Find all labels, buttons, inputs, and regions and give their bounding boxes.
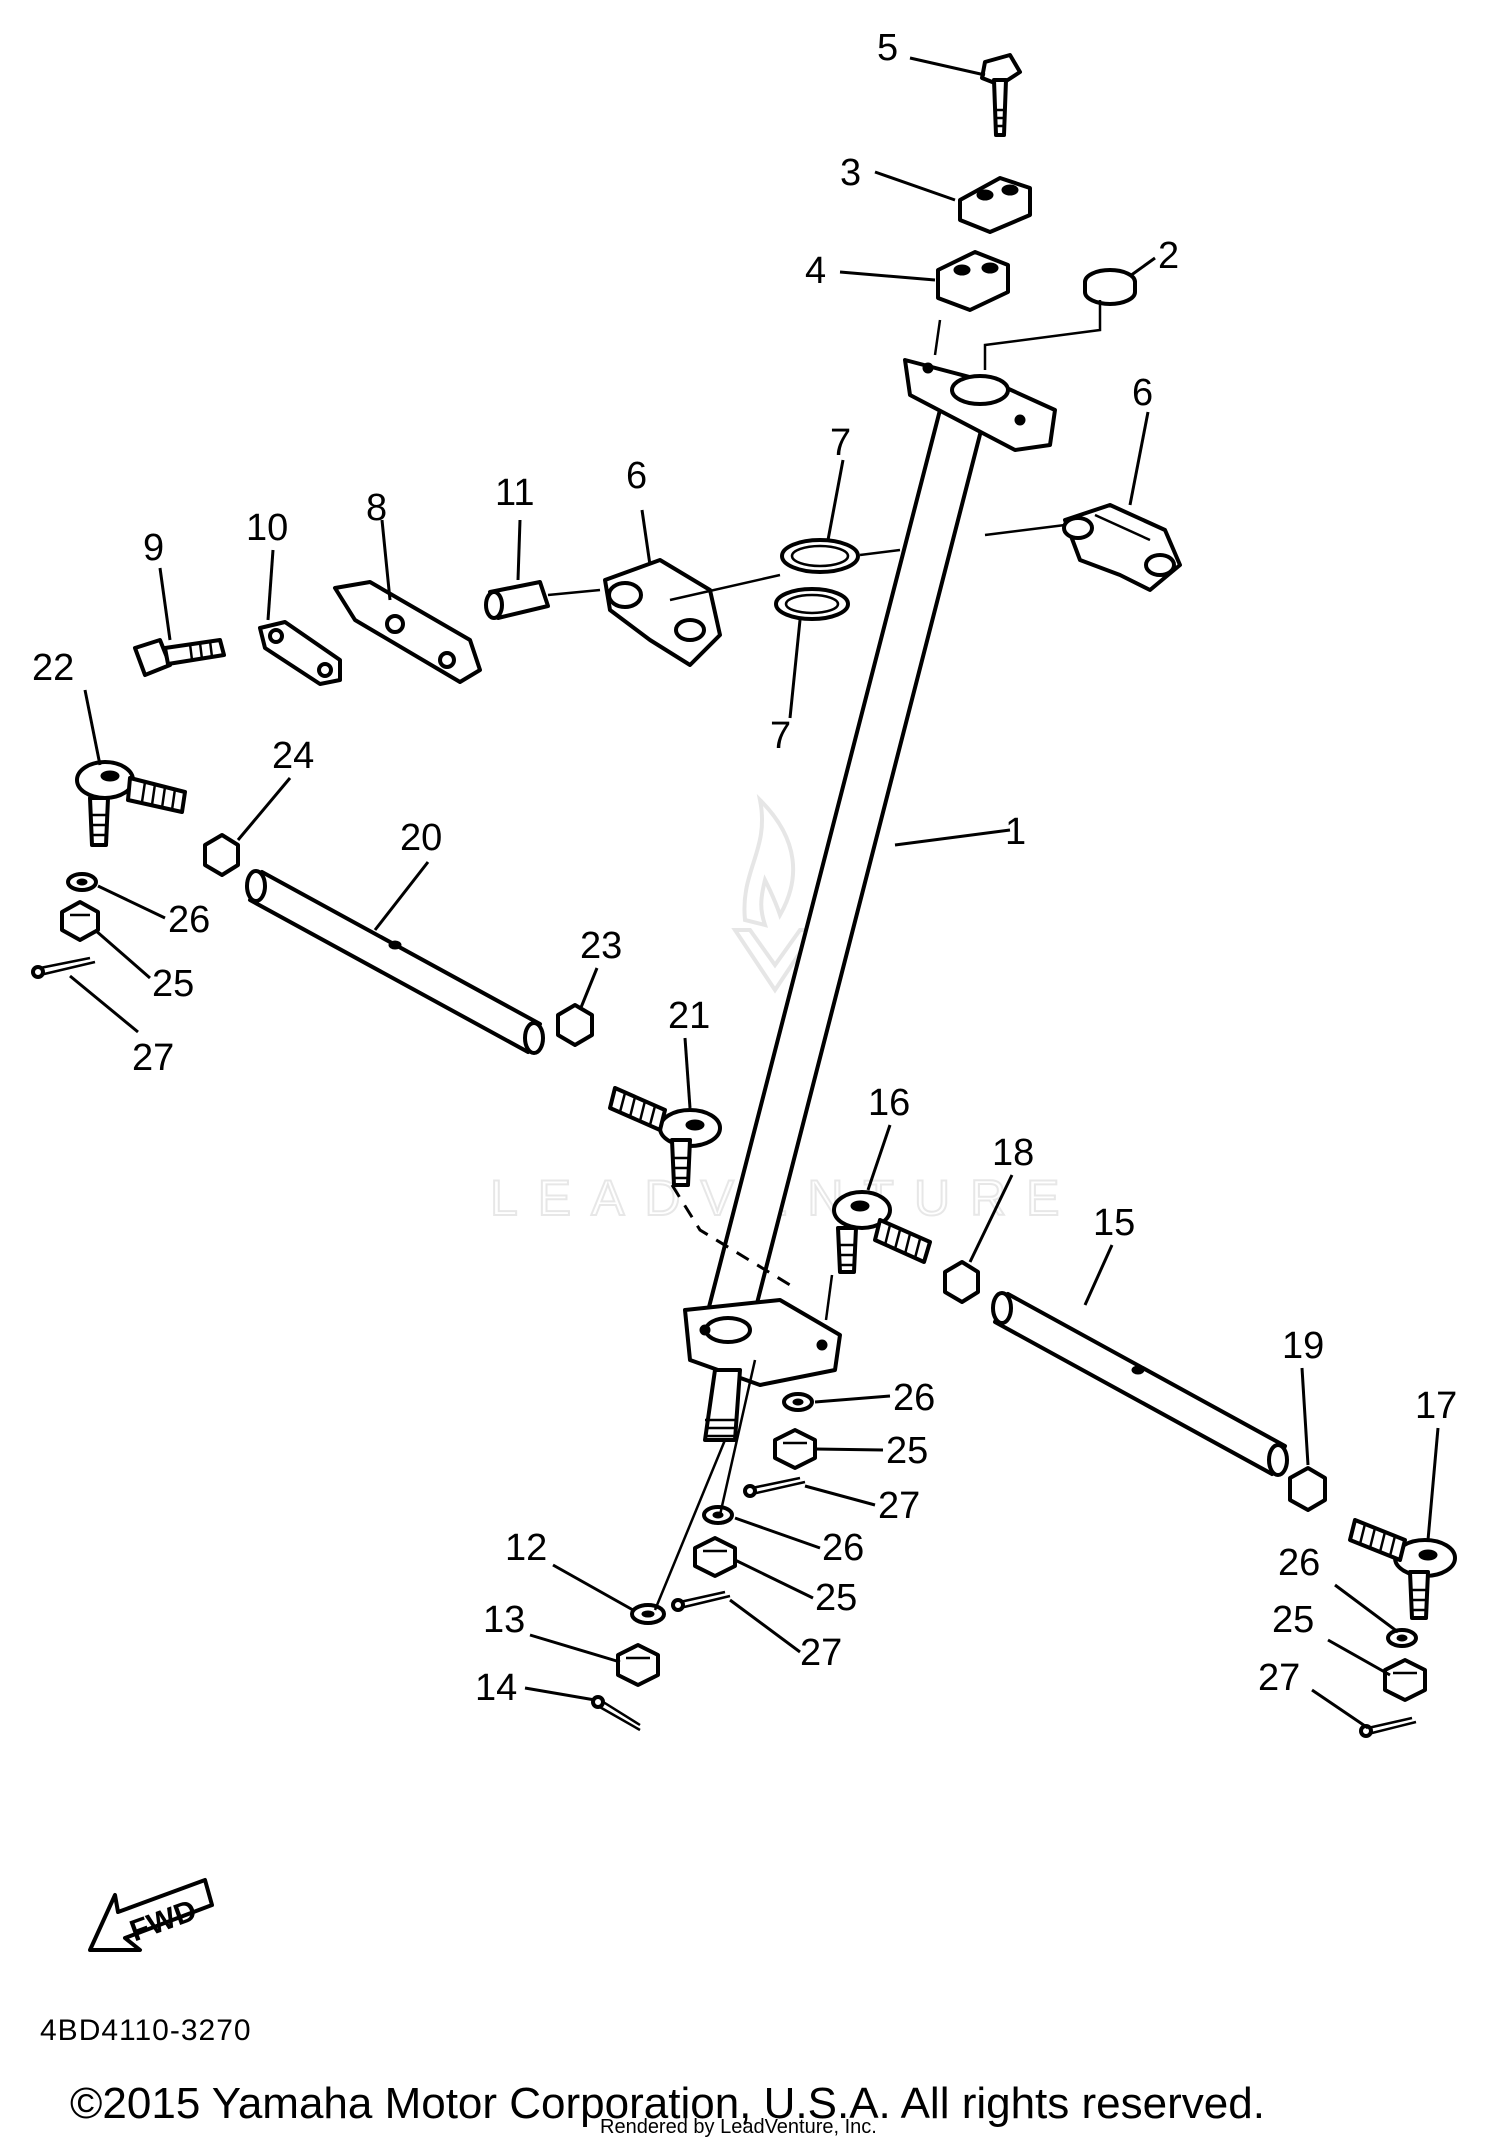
callout-20: 20	[400, 817, 442, 859]
part-27-cotter-pin-d	[1359, 1716, 1417, 1738]
callout-9: 9	[143, 527, 164, 569]
callout-18: 18	[992, 1132, 1034, 1174]
callout-6-left: 6	[626, 455, 647, 497]
part-9-bolt	[133, 638, 226, 677]
callout-15: 15	[1093, 1202, 1135, 1244]
callout-3: 3	[840, 152, 861, 194]
part-25-nut-c	[693, 1536, 737, 1578]
diagram-code: 4BD4110-3270	[40, 2014, 252, 2047]
part-16-tie-rod-end	[832, 1190, 932, 1274]
callout-26-mid-a: 26	[893, 1377, 935, 1419]
part-19-nut	[1288, 1466, 1327, 1512]
leader-lines	[69, 56, 1440, 1730]
part-4-lower-holder	[936, 250, 1010, 312]
part-10-lock-washer	[258, 620, 342, 686]
callout-17: 17	[1415, 1385, 1457, 1427]
callout-27-mid-a: 27	[878, 1485, 920, 1527]
part-26-washer-d	[1386, 1628, 1418, 1648]
part-6-clamp-left	[603, 558, 722, 667]
part-21-tie-rod-end	[608, 1086, 722, 1187]
callout-6-right: 6	[1132, 372, 1153, 414]
callout-27-right: 27	[1258, 1657, 1300, 1699]
part-7-circlip-lower	[774, 587, 850, 621]
part-25-nut-d	[1383, 1658, 1427, 1702]
part-20-tie-rod	[245, 869, 545, 1055]
part-6-clamp-right	[1062, 503, 1182, 592]
part-25-nut-b	[773, 1428, 817, 1470]
part-27-cotter-pin-a	[31, 956, 96, 979]
part-22-tie-rod-end	[75, 760, 187, 847]
callout-13: 13	[483, 1599, 525, 1641]
part-14-cotter-pin	[591, 1695, 641, 1732]
callout-1: 1	[1005, 811, 1026, 853]
part-2-cap	[1083, 268, 1137, 306]
part-3-upper-holder	[958, 176, 1032, 234]
callout-4: 4	[805, 250, 826, 292]
part-25-nut-a	[60, 900, 100, 942]
part-5-bolt	[980, 53, 1022, 137]
callout-8: 8	[366, 487, 387, 529]
copyright-notice: ©2015 Yamaha Motor Corporation, U.S.A. A…	[70, 2079, 1265, 2128]
fwd-arrow-icon: FWD	[88, 1878, 214, 1952]
part-13-nut	[616, 1643, 660, 1687]
part-7-circlip-upper	[780, 538, 860, 574]
part-23-nut	[556, 1003, 594, 1047]
part-17-tie-rod-end	[1348, 1518, 1457, 1620]
part-26-washer-c	[702, 1505, 734, 1525]
callout-7-upper: 7	[830, 422, 851, 464]
part-15-tie-rod	[991, 1291, 1289, 1477]
callout-26-left: 26	[168, 899, 210, 941]
callout-25-mid-b: 25	[815, 1577, 857, 1619]
rendered-by-notice: Rendered by LeadVenture, Inc.	[600, 2116, 877, 2138]
callout-16: 16	[868, 1082, 910, 1124]
callout-5: 5	[877, 27, 898, 69]
assembly-lines	[547, 300, 1102, 1611]
callout-10: 10	[246, 507, 288, 549]
part-27-cotter-pin-c	[671, 1590, 731, 1612]
watermark-flame-logo	[731, 793, 819, 994]
callout-12: 12	[505, 1527, 547, 1569]
callout-19: 19	[1282, 1325, 1324, 1367]
callout-21: 21	[668, 995, 710, 1037]
callout-14: 14	[475, 1667, 517, 1709]
callout-25-right: 25	[1272, 1599, 1314, 1641]
part-26-washer-b	[782, 1392, 814, 1412]
part-12-washer	[630, 1603, 666, 1625]
part-24-nut	[203, 833, 240, 877]
callout-26-right: 26	[1278, 1542, 1320, 1584]
callout-2: 2	[1158, 235, 1179, 277]
callout-22: 22	[32, 647, 74, 689]
part-1-steering-column	[683, 358, 1057, 1442]
callout-26-mid-b: 26	[822, 1527, 864, 1569]
callout-27-mid-b: 27	[800, 1632, 842, 1674]
part-26-washer-a	[66, 872, 98, 892]
callout-25-left: 25	[152, 963, 194, 1005]
part-27-cotter-pin-b	[743, 1476, 806, 1498]
part-8-arm-plate	[333, 580, 482, 684]
callout-27-left: 27	[132, 1037, 174, 1079]
callout-7-lower: 7	[770, 715, 791, 757]
callout-labels: 5 3 4 2 6 6 7 7 8 9 10 11 1 22 24 20 26 …	[32, 27, 1457, 1709]
callout-24: 24	[272, 735, 314, 777]
callout-11: 11	[495, 472, 534, 514]
part-11-collar	[484, 580, 550, 620]
callout-25-mid-a: 25	[886, 1430, 928, 1472]
part-18-nut	[943, 1260, 980, 1304]
callout-23: 23	[580, 925, 622, 967]
